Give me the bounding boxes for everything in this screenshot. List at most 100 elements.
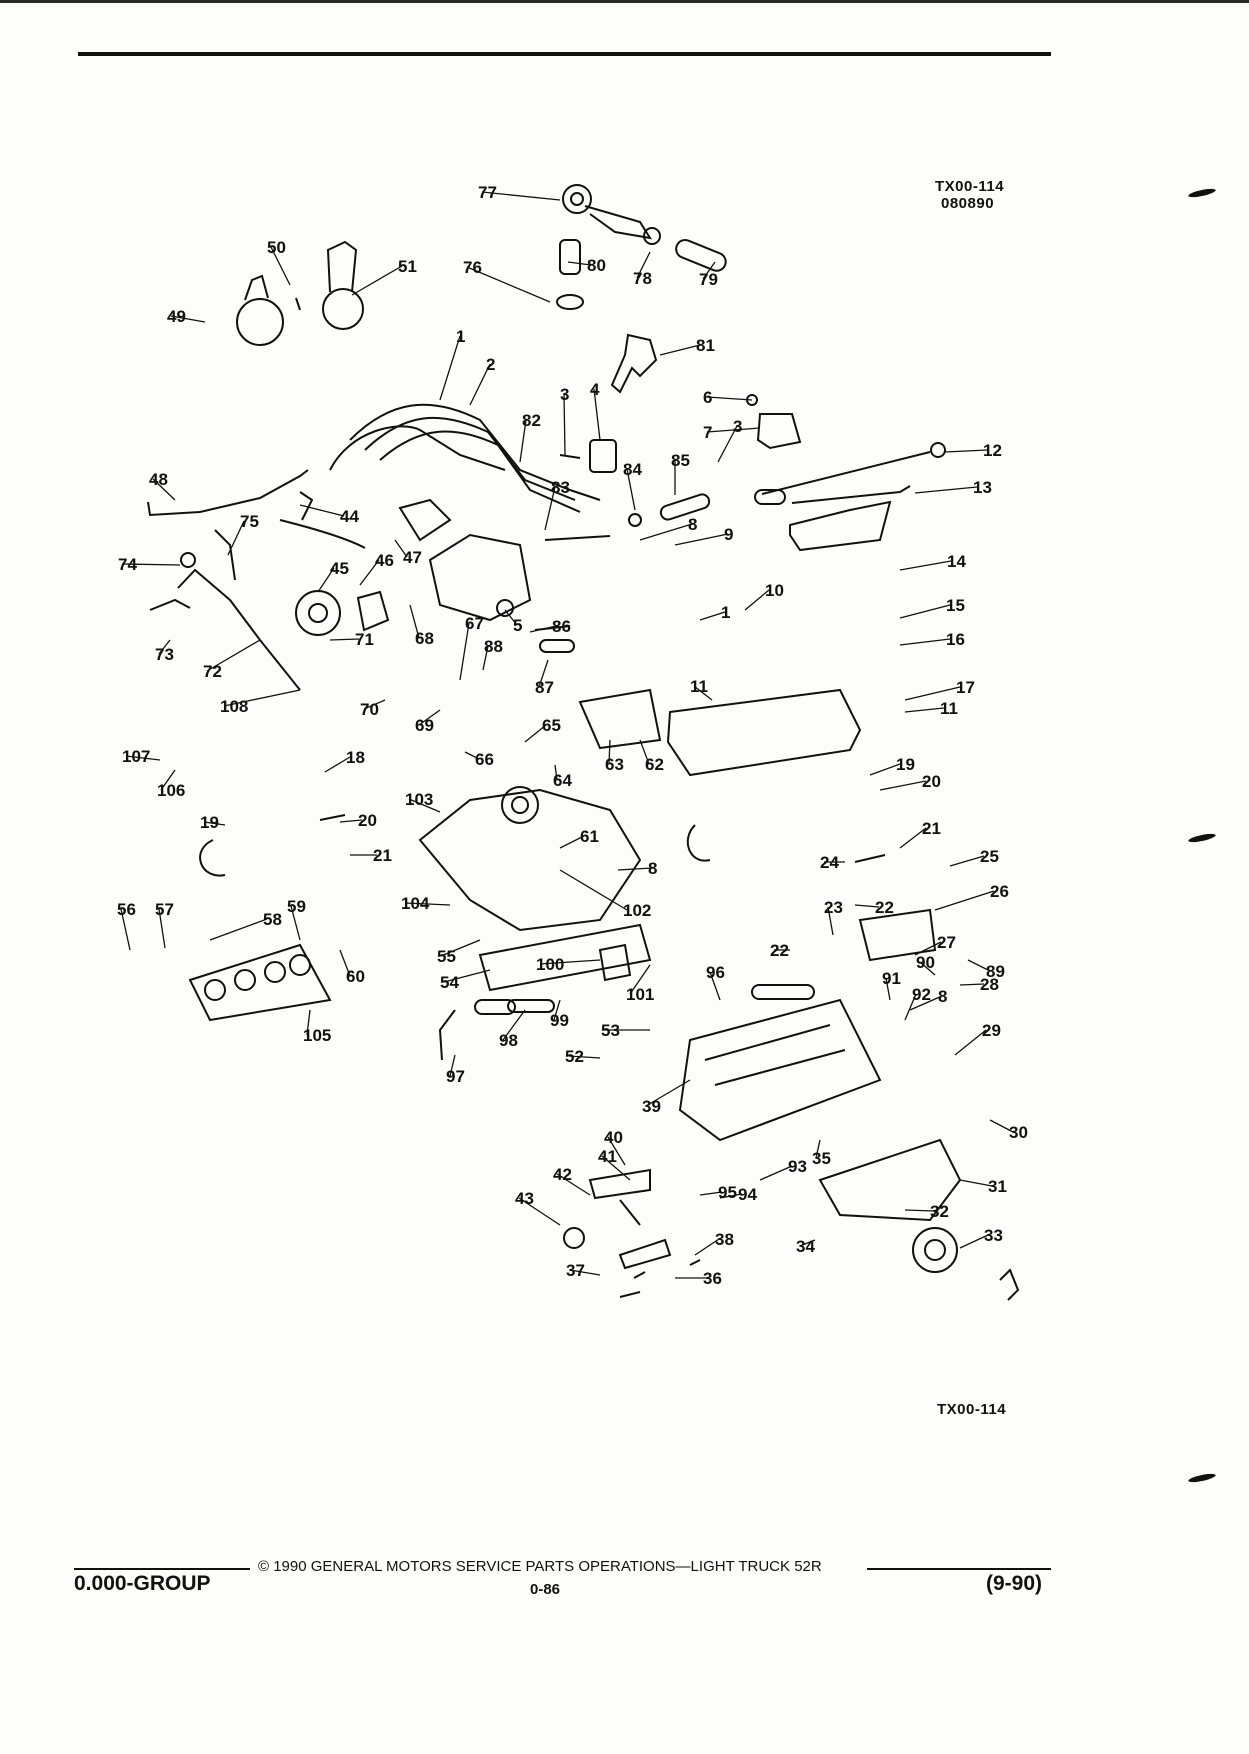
callout-1: 1 (456, 327, 465, 346)
callout-71: 71 (355, 630, 374, 649)
callout-leader-3 (717, 425, 738, 463)
callout-3: 3 (560, 385, 569, 404)
callout-leader-60 (339, 949, 351, 977)
callout-leader-6 (706, 396, 753, 401)
callout-leader-104 (404, 902, 451, 906)
callout-leader-31 (959, 1179, 993, 1187)
callout-leader-95 (699, 1191, 723, 1196)
callout-leader-47 (394, 539, 408, 558)
callout-leader-22 (854, 904, 880, 908)
callout-leader-100 (539, 959, 601, 965)
callout-11: 11 (690, 677, 708, 696)
callout-leader-93 (759, 1165, 793, 1181)
callout-46: 46 (375, 551, 394, 570)
callout-leader-90 (919, 961, 936, 976)
callout-84: 84 (623, 460, 642, 479)
callout-5: 5 (513, 616, 522, 635)
callout-93: 93 (788, 1157, 807, 1176)
callout-99: 99 (550, 1011, 569, 1030)
callout-leader-66 (464, 751, 480, 760)
callout-12: 12 (983, 441, 1002, 460)
callout-leader-103 (408, 798, 441, 813)
callout-21: 21 (922, 819, 941, 838)
callout-90: 90 (916, 953, 935, 972)
callout-leader-21 (899, 827, 927, 849)
callout-9: 9 (724, 525, 733, 544)
callout-leader-107 (125, 755, 161, 761)
footer-revision: (9-90) (986, 1572, 1043, 1595)
callout-leader-48 (152, 478, 176, 501)
callout-leader-87 (538, 659, 549, 688)
callout-leader-17 (904, 686, 961, 701)
callout-leader-67 (459, 622, 470, 681)
callout-leader-59 (290, 905, 301, 941)
callout-98: 98 (499, 1031, 518, 1050)
callout-27: 27 (937, 933, 956, 952)
callout-leader-41 (601, 1155, 631, 1181)
callout-leader-4 (593, 388, 601, 441)
callout-33: 33 (984, 1226, 1003, 1245)
callout-leader-46 (359, 559, 380, 586)
callout-leader-49 (170, 315, 206, 323)
callout-80: 80 (587, 256, 606, 275)
callout-leader-52 (568, 1055, 601, 1059)
callout-leader-62 (639, 739, 650, 765)
callout-leader-65 (524, 724, 547, 743)
callout-leader-15 (899, 604, 951, 619)
callout-82: 82 (522, 411, 541, 430)
callout-19: 19 (896, 755, 915, 774)
callout-83: 83 (551, 478, 570, 497)
callout-55: 55 (437, 947, 456, 966)
callout-leader-106 (160, 769, 176, 791)
callout-leader-99 (553, 999, 561, 1021)
callout-1: 1 (721, 603, 730, 622)
callout-68: 68 (415, 629, 434, 648)
callout-leader-32 (904, 1209, 935, 1212)
callout-51: 51 (398, 257, 417, 276)
callout-leader-70 (363, 699, 386, 710)
callout-24: 24 (820, 853, 839, 872)
callout-leader-26 (934, 890, 995, 911)
callout-91: 91 (882, 969, 901, 988)
callout-10: 10 (765, 581, 784, 600)
callout-leader-55 (440, 939, 481, 957)
callout-leader-54 (443, 969, 491, 983)
callout-leader-76 (466, 266, 551, 303)
callout-39: 39 (642, 1097, 661, 1116)
callout-32: 32 (930, 1202, 949, 1221)
footer-group: 0.000-GROUP (74, 1572, 211, 1595)
callout-86: 86 (552, 617, 571, 636)
callout-leader-83 (544, 486, 556, 531)
callout-leader-88 (482, 645, 489, 671)
callout-45: 45 (330, 559, 349, 578)
callout-42: 42 (553, 1165, 572, 1184)
callout-leader-78 (636, 251, 651, 279)
callout-leader-56 (120, 908, 131, 951)
callout-leader-98 (502, 1009, 526, 1041)
callout-leader-19 (203, 821, 226, 826)
callout-72: 72 (203, 662, 222, 681)
callout-leader-10 (744, 589, 770, 611)
callout-leader-40 (607, 1136, 626, 1166)
callout-leader-80 (567, 261, 592, 266)
callout-87: 87 (535, 678, 554, 697)
callout-leader-28 (959, 983, 985, 986)
callout-8: 8 (938, 987, 947, 1006)
callout-54: 54 (440, 973, 459, 992)
callout-leader-30 (989, 1119, 1014, 1133)
footer-page-number: 0-86 (530, 1581, 561, 1598)
callout-81: 81 (696, 336, 715, 355)
callout-53: 53 (601, 1021, 620, 1040)
callout-leader-16 (899, 638, 951, 646)
callout-leader-18 (324, 756, 351, 773)
callout-leader-97 (449, 1054, 456, 1077)
callout-88: 88 (484, 637, 503, 656)
callout-44: 44 (340, 507, 359, 526)
callout-97: 97 (446, 1067, 465, 1086)
callout-22: 22 (770, 941, 789, 960)
callout-leader-81 (659, 344, 701, 356)
callout-17: 17 (956, 678, 975, 697)
callout-leader-23 (827, 906, 834, 936)
callout-106: 106 (157, 781, 185, 800)
